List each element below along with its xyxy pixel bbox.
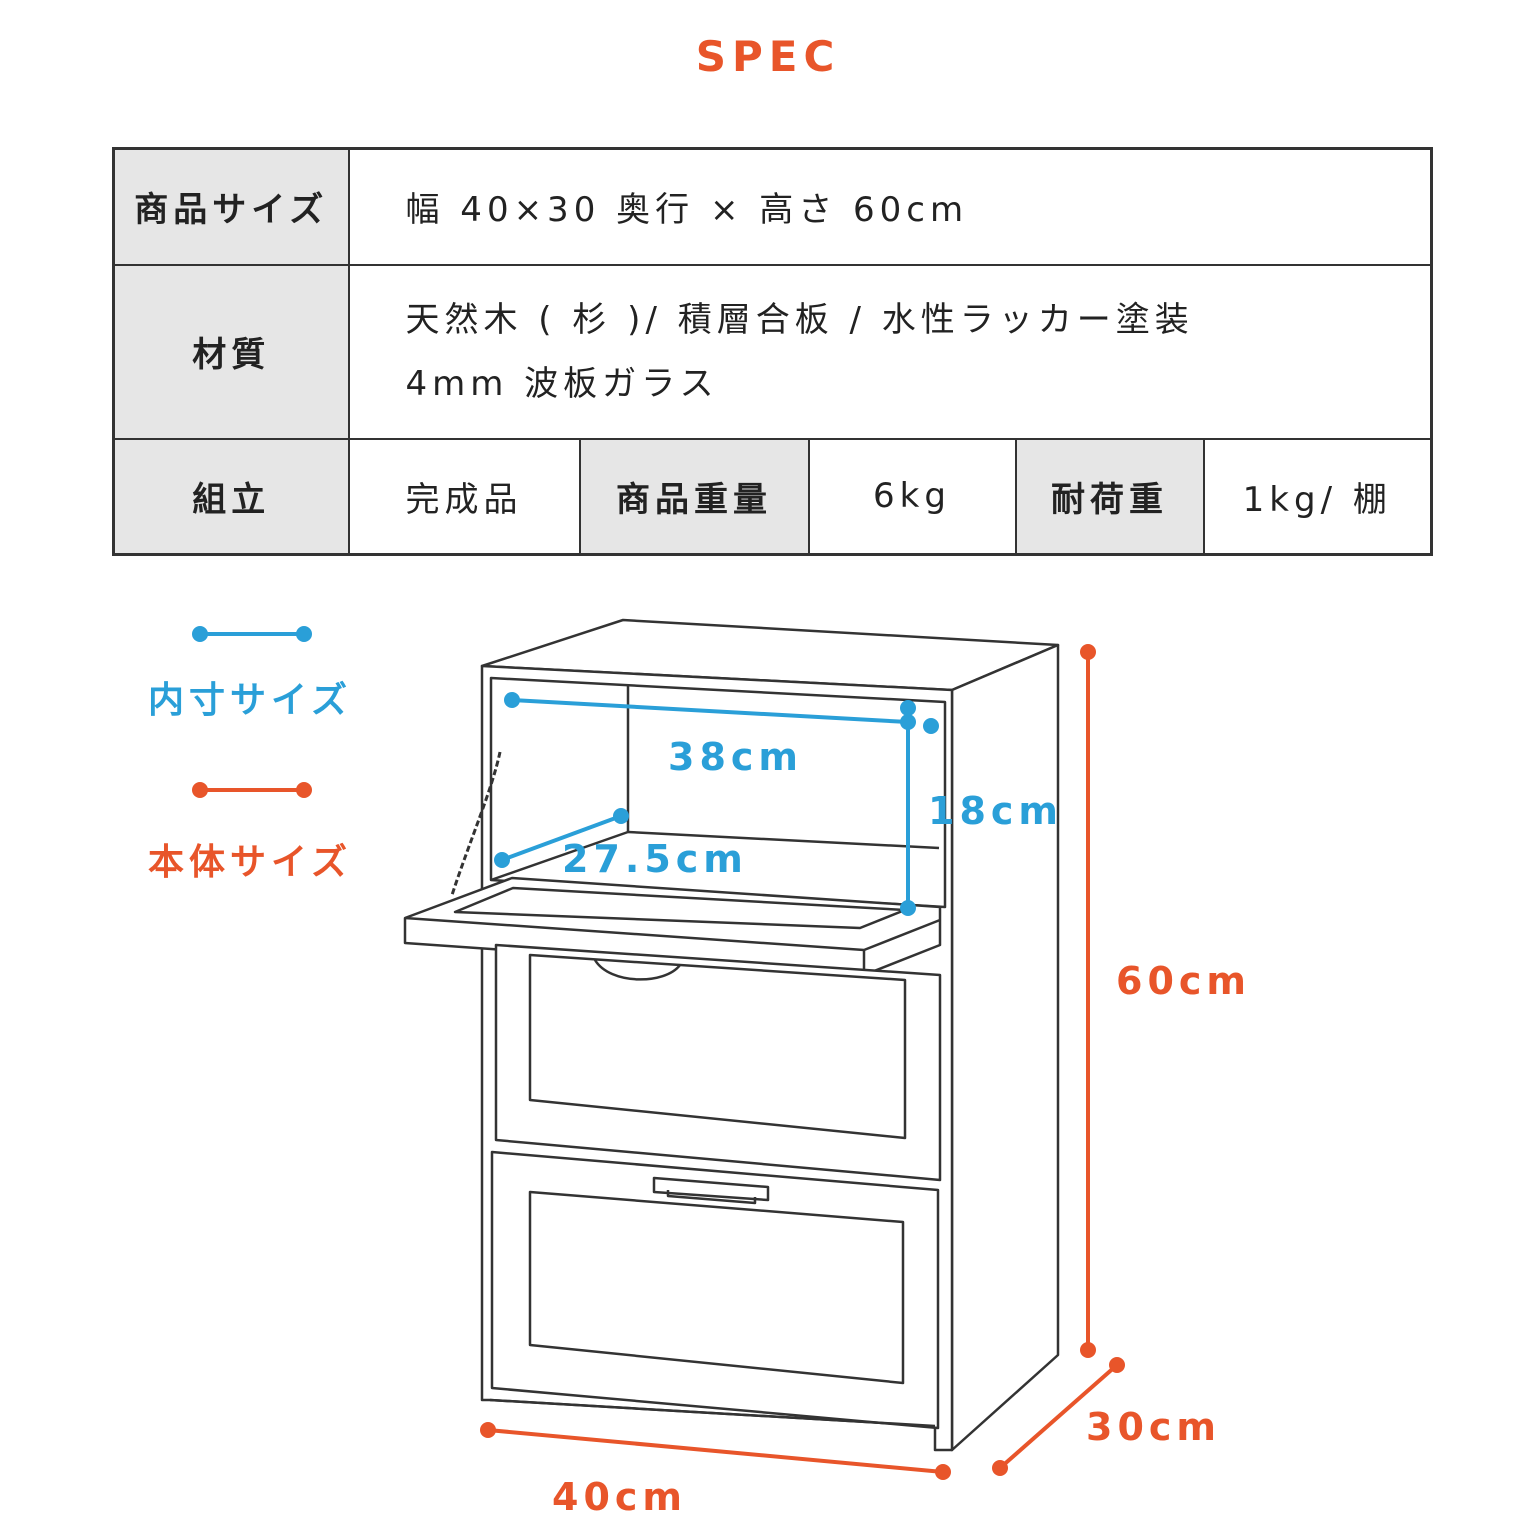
outer-depth-label: 30cm [1086,1405,1221,1449]
material-line-2: 4mm 波板ガラス [405,363,719,404]
legend-inner: 内寸サイズ [148,626,352,721]
spec-row-size: 商品サイズ 幅 40×30 奥行 × 高さ 60cm [112,147,1433,266]
outer-width-label: 40cm [552,1475,687,1519]
outer-height-label: 60cm [1116,959,1251,1003]
spec-row-assembly: 組立 完成品 商品重量 6kg 耐荷重 1kg/ 棚 [112,437,1433,556]
weight-label: 商品重量 [578,437,810,556]
page-title: SPEC [695,32,841,81]
inner-width-label: 38cm [668,735,803,779]
outer-dimensions [480,644,1125,1480]
load-value: 1kg/ 棚 [1202,437,1433,556]
cabinet-drawing [403,618,1060,1452]
legend-outer: 本体サイズ [148,782,352,883]
assembly-value: 完成品 [347,437,581,556]
material-value: 天然木 ( 杉 )/ 積層合板 / 水性ラッカー塗装 4mm 波板ガラス [347,263,1433,440]
weight-value: 6kg [807,437,1017,556]
material-line-1: 天然木 ( 杉 )/ 積層合板 / 水性ラッカー塗装 [405,299,1194,340]
assembly-label: 組立 [112,437,350,556]
legend-inner-label: 内寸サイズ [148,679,352,721]
size-label: 商品サイズ [112,147,350,266]
material-label: 材質 [112,263,350,440]
inner-dimensions [494,692,939,916]
inner-depth-label: 27.5cm [562,837,748,881]
spec-table: 商品サイズ 幅 40×30 奥行 × 高さ 60cm 材質 天然木 ( 杉 )/… [112,147,1434,556]
size-value: 幅 40×30 奥行 × 高さ 60cm [347,147,1433,266]
load-label: 耐荷重 [1014,437,1205,556]
legend-outer-label: 本体サイズ [148,841,352,883]
inner-height-label: 18cm [928,789,1063,833]
spec-row-material: 材質 天然木 ( 杉 )/ 積層合板 / 水性ラッカー塗装 4mm 波板ガラス [112,263,1433,440]
